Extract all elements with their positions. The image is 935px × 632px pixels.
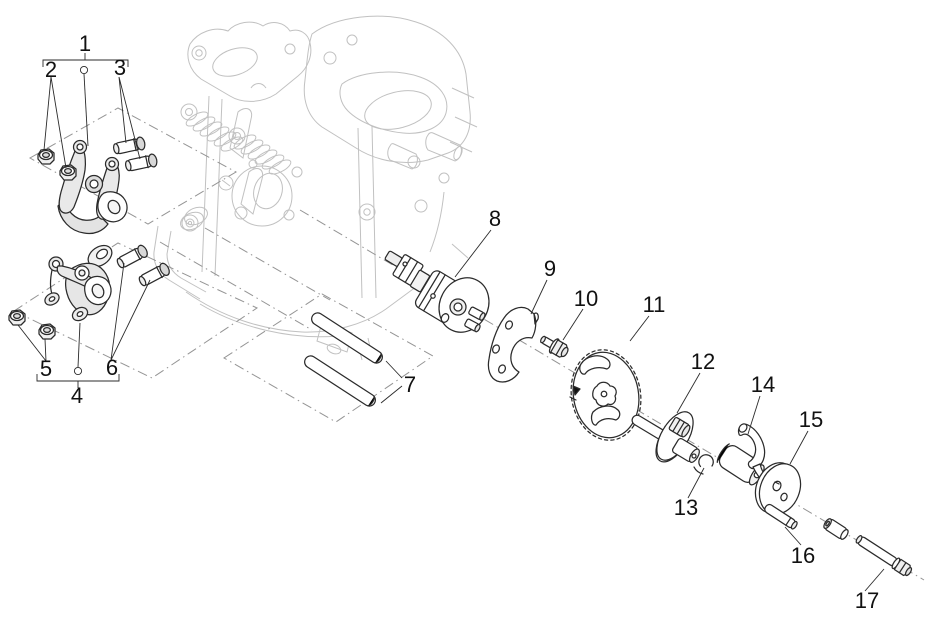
callout-2: 2 — [44, 57, 58, 82]
callout-6: 6 — [105, 355, 119, 380]
callout-4: 4 — [70, 383, 84, 408]
part-15-disc — [754, 462, 802, 515]
callout-12: 12 — [690, 349, 716, 374]
callout-8: 8 — [488, 206, 502, 231]
callout-11: 11 — [642, 292, 666, 317]
group-bracket-1-2-3 — [42, 53, 129, 67]
callout-15: 15 — [798, 407, 824, 432]
valve-spring-drawing — [180, 103, 292, 175]
part-5-nuts — [8, 309, 56, 340]
callout-7: 7 — [403, 372, 417, 397]
part-3-screws — [113, 136, 158, 172]
part-9-plate — [487, 306, 539, 383]
exploded-parts — [8, 136, 913, 577]
callout-1: 1 — [78, 31, 92, 56]
callout-13: 13 — [673, 495, 699, 520]
part-8-camshaft — [384, 250, 490, 333]
leader-lines — [17, 53, 885, 592]
part-17-bolt — [855, 535, 913, 577]
callout-17: 17 — [854, 588, 880, 613]
part-1-rocker-assembly — [57, 139, 128, 235]
group-bracket-4-5-6 — [36, 374, 120, 388]
callout-10: 10 — [573, 286, 599, 311]
part-7-pins — [304, 312, 383, 407]
group-dot-4 — [73, 366, 83, 376]
part-6-screws — [116, 244, 170, 287]
callout-14: 14 — [750, 372, 776, 397]
part-16-pin — [764, 503, 849, 540]
part-10-bolt — [540, 335, 569, 358]
part-2-nuts — [37, 148, 77, 181]
callout-5: 5 — [39, 356, 53, 381]
part-4-rocker-assembly — [44, 244, 113, 322]
callout-16: 16 — [790, 543, 816, 568]
callout-9: 9 — [543, 256, 557, 281]
part-13-c-clip — [693, 454, 714, 475]
group-dot-1 — [79, 65, 89, 75]
part-11-sprocket — [569, 349, 642, 441]
part-12-hub-shaft — [631, 411, 700, 463]
callout-3: 3 — [113, 55, 127, 80]
